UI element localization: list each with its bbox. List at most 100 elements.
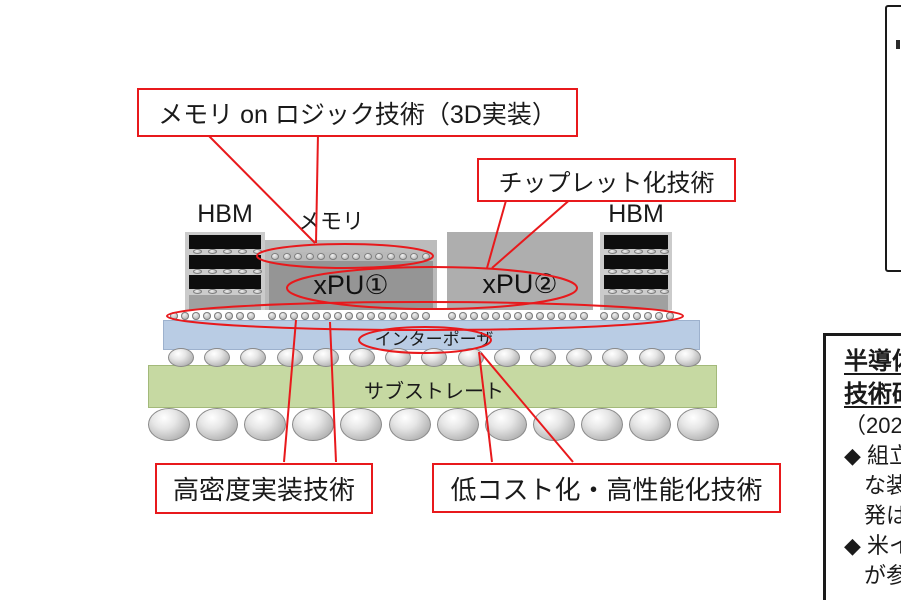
micro-bump — [634, 269, 643, 274]
hbm-die — [604, 275, 668, 289]
micro-bump — [340, 253, 349, 260]
micro-bump — [569, 312, 577, 320]
callout-low-cost: 低コスト化・高性能化技術 — [432, 463, 781, 513]
micro-bump — [448, 312, 456, 320]
label-hbm-right: HBM — [608, 200, 664, 228]
micro-bump — [305, 253, 314, 260]
micro-bump — [236, 312, 244, 320]
micro-bump — [622, 312, 630, 320]
solder-ball — [385, 348, 412, 367]
callout-memory-on-logic: メモリ on ロジック技術（3D実装） — [137, 88, 578, 137]
micro-bump — [208, 289, 217, 294]
label-xpu2: xPU② — [482, 269, 558, 299]
label-interposer: インターポーザ — [374, 330, 494, 349]
micro-bump — [193, 269, 202, 274]
hbm-die — [604, 255, 668, 269]
micro-bump — [647, 289, 656, 294]
solder-ball — [196, 408, 239, 441]
micro-bump — [238, 249, 247, 254]
micro-bump — [253, 289, 262, 294]
chip-xpu1: xPU① — [265, 240, 437, 310]
solder-ball — [244, 408, 287, 441]
micro-bump — [378, 312, 386, 320]
label-substrate: サブストレート — [364, 381, 504, 403]
micro-bump — [389, 312, 397, 320]
micro-bump — [352, 253, 361, 260]
micro-bump — [363, 253, 372, 260]
xpu1-microbump-row — [265, 252, 437, 261]
micro-bump — [647, 269, 656, 274]
micro-bump — [387, 253, 395, 260]
panel-bottom-right: 半導体技術研（202◆ 組立な装発は◆ 米イが参 — [823, 333, 901, 600]
solder-ball — [436, 408, 479, 441]
interposer: インターポーザ — [163, 320, 700, 350]
micro-bump — [547, 312, 555, 320]
panel-line: な装 — [864, 473, 901, 498]
solder-ball — [629, 408, 671, 441]
micro-bump — [282, 253, 291, 260]
panel-line: 技術研 — [844, 381, 901, 408]
micro-bump — [192, 312, 200, 320]
panel-line: ◆ 米イ — [844, 533, 901, 558]
micro-bump — [611, 312, 619, 320]
microbump-row — [0, 310, 901, 321]
solder-ball — [349, 348, 375, 367]
micro-bump — [666, 312, 674, 320]
micro-bump — [268, 312, 276, 320]
micro-bump — [655, 312, 663, 320]
solder-ball — [677, 408, 720, 441]
micro-bump — [375, 253, 384, 260]
hbm-stack-left — [185, 232, 265, 310]
solder-ball — [484, 408, 527, 441]
label-memory: メモリ — [297, 209, 364, 234]
micro-bump — [223, 249, 232, 254]
micro-bump — [633, 312, 641, 320]
micro-bump — [536, 312, 544, 320]
solder-ball — [148, 408, 190, 441]
label-xpu1: xPU① — [313, 270, 389, 300]
micro-bump — [193, 289, 202, 294]
solder-ball — [566, 348, 593, 367]
solder-ball — [340, 408, 383, 441]
micro-bump — [514, 312, 522, 320]
solder-ball — [421, 348, 448, 367]
micro-bump — [312, 312, 320, 320]
micro-bump — [400, 312, 408, 320]
micro-bump — [214, 312, 222, 320]
micro-bump — [317, 253, 326, 260]
micro-bump — [608, 269, 617, 274]
micro-bump — [634, 249, 643, 254]
hbm-die — [189, 235, 261, 249]
micro-bump — [345, 312, 353, 320]
micro-bump — [644, 312, 652, 320]
panel-line: 半導体 — [844, 348, 901, 375]
solder-ball — [388, 408, 431, 441]
solder-ball — [530, 348, 556, 367]
micro-bump — [634, 289, 643, 294]
solder-ball — [204, 348, 231, 367]
panel-line: 発は — [864, 503, 901, 528]
micro-bump — [422, 312, 430, 320]
micro-bump — [193, 249, 202, 254]
micro-bump — [279, 312, 287, 320]
xpu1-body: xPU① — [269, 261, 433, 310]
solder-ball-row-mid — [0, 348, 901, 368]
label-hbm-left: HBM — [197, 200, 253, 228]
solder-ball — [674, 348, 701, 367]
micro-bump — [525, 312, 533, 320]
micro-bump — [323, 312, 331, 320]
micro-bump — [356, 312, 364, 320]
micro-bump — [421, 253, 430, 260]
micro-bump — [608, 249, 617, 254]
micro-bump — [170, 312, 178, 320]
micro-bump — [203, 312, 211, 320]
micro-bump — [223, 289, 232, 294]
hbm-die — [189, 275, 261, 289]
substrate: サブストレート — [148, 365, 717, 408]
micro-bump — [647, 249, 656, 254]
solder-ball — [638, 348, 665, 367]
panel-line: （202 — [844, 413, 901, 438]
micro-bump — [600, 312, 608, 320]
micro-bump — [208, 249, 217, 254]
